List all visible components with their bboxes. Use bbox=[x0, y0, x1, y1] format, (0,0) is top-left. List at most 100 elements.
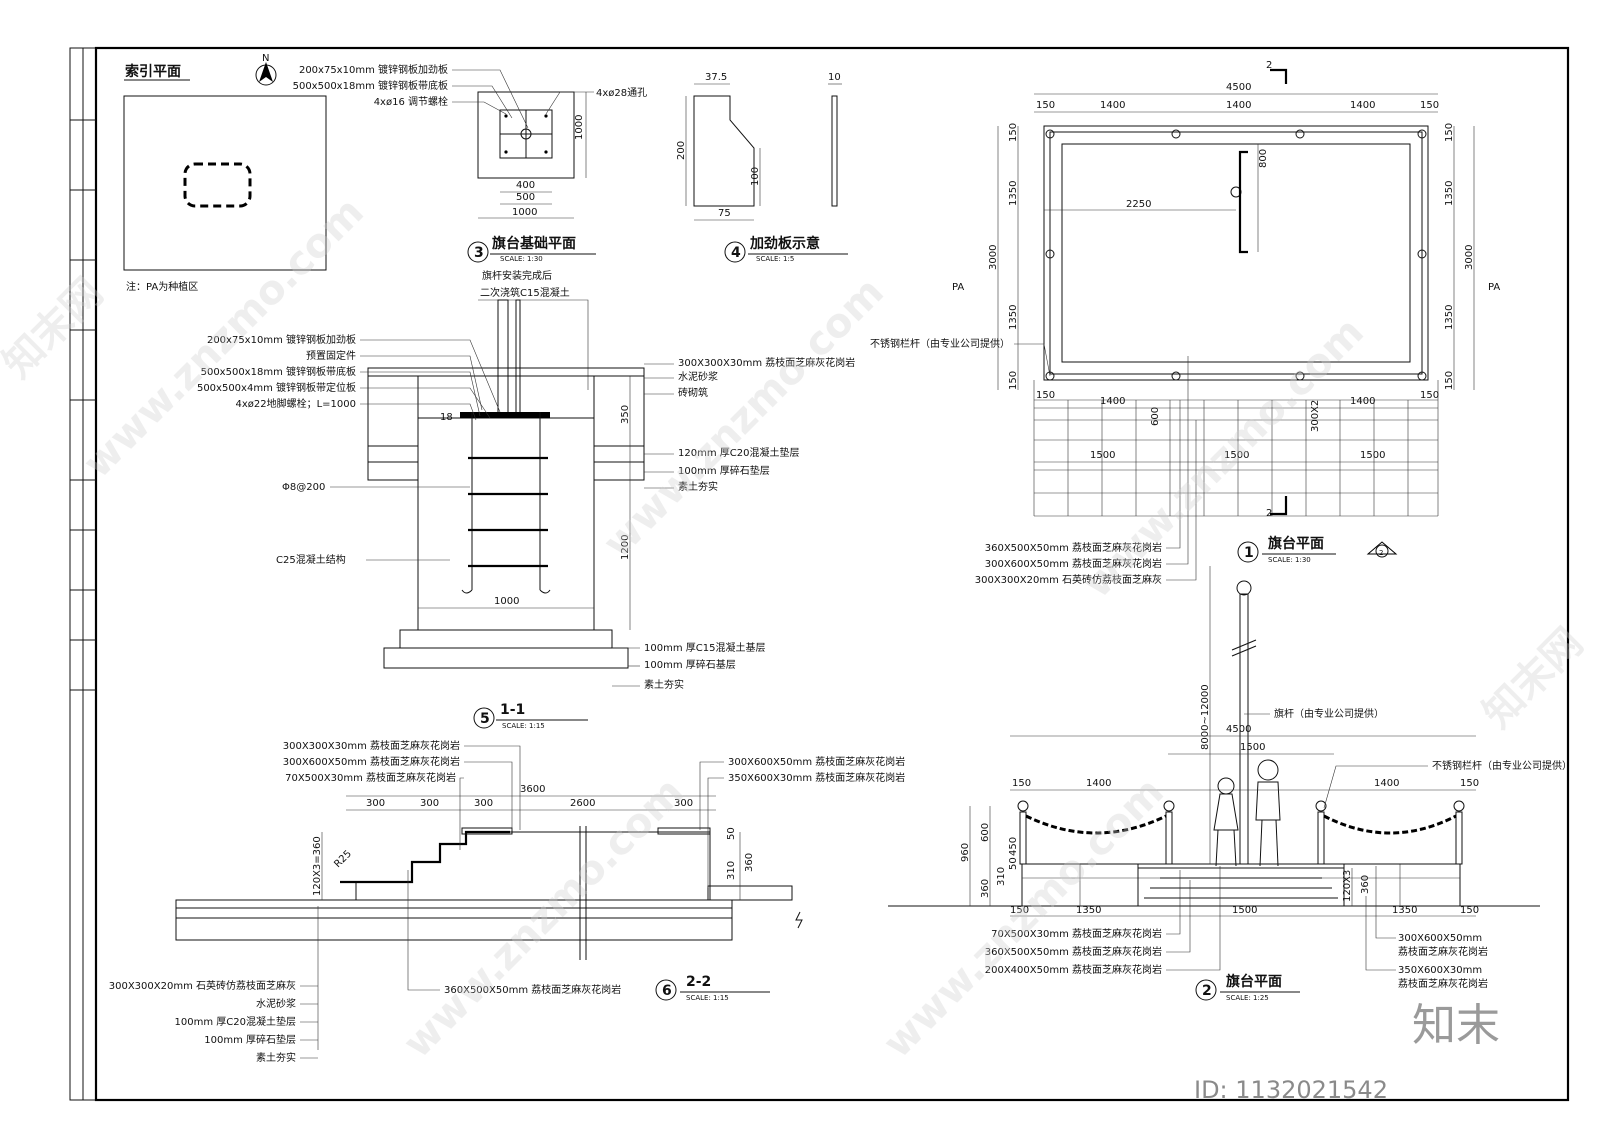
svg-text:www.znzmo.com: www.znzmo.com bbox=[875, 769, 1173, 1067]
svg-text:5: 5 bbox=[480, 711, 490, 727]
svg-text:3000: 3000 bbox=[1464, 245, 1475, 270]
sheet-outer-border bbox=[69, 47, 1569, 1101]
svg-text:120mm 厚C20混凝土垫层: 120mm 厚C20混凝土垫层 bbox=[678, 446, 799, 459]
watermark: 知末 ID: 1132021542 www.znzmo.com www.znzm… bbox=[0, 189, 1592, 1104]
svg-text:2: 2 bbox=[1202, 983, 1212, 999]
svg-text:150: 150 bbox=[1036, 100, 1055, 111]
svg-text:3: 3 bbox=[474, 245, 484, 261]
svg-text:1350: 1350 bbox=[1444, 305, 1455, 330]
svg-text:350X600X30mm: 350X600X30mm bbox=[1398, 965, 1482, 976]
svg-text:100mm 厚碎石垫层: 100mm 厚碎石垫层 bbox=[204, 1033, 296, 1046]
svg-text:360: 360 bbox=[980, 879, 991, 898]
svg-text:素土夯实: 素土夯实 bbox=[256, 1051, 296, 1064]
svg-text:150: 150 bbox=[1010, 905, 1029, 916]
svg-text:1350: 1350 bbox=[1008, 305, 1019, 330]
svg-text:4xø16 调节螺栓: 4xø16 调节螺栓 bbox=[374, 95, 448, 108]
svg-text:2: 2 bbox=[1379, 549, 1383, 557]
section-marker-icon: 2 bbox=[1366, 541, 1398, 558]
svg-text:300X300X20mm 石英砖仿荔枝面芝麻灰: 300X300X20mm 石英砖仿荔枝面芝麻灰 bbox=[109, 979, 296, 992]
svg-text:310: 310 bbox=[996, 867, 1007, 886]
svg-text:100mm 厚碎石垫层: 100mm 厚碎石垫层 bbox=[678, 464, 770, 477]
svg-text:旗台平面: 旗台平面 bbox=[1268, 535, 1324, 552]
svg-text:1500: 1500 bbox=[1232, 905, 1257, 916]
svg-text:R25: R25 bbox=[332, 848, 354, 870]
svg-text:350X600X30mm 荔枝面芝麻灰花岗岩: 350X600X30mm 荔枝面芝麻灰花岗岩 bbox=[728, 771, 905, 784]
svg-text:2-2: 2-2 bbox=[686, 974, 711, 990]
svg-text:300: 300 bbox=[420, 798, 439, 809]
svg-text:1-1: 1-1 bbox=[500, 702, 525, 718]
flag-platform-location bbox=[183, 162, 252, 208]
svg-text:150: 150 bbox=[1420, 100, 1439, 111]
svg-text:300X600X50mm 荔枝面芝麻灰花岗岩: 300X600X50mm 荔枝面芝麻灰花岗岩 bbox=[283, 755, 460, 768]
index-plan-title: 索引平面 bbox=[125, 63, 181, 80]
stainless-railing bbox=[1017, 800, 1465, 865]
svg-text:150: 150 bbox=[1444, 123, 1455, 142]
svg-text:1400: 1400 bbox=[1350, 100, 1375, 111]
svg-text:50: 50 bbox=[1008, 857, 1019, 870]
svg-text:1400: 1400 bbox=[1226, 100, 1251, 111]
svg-text:150: 150 bbox=[1460, 905, 1479, 916]
svg-text:350: 350 bbox=[620, 405, 631, 424]
svg-text:310: 310 bbox=[726, 861, 737, 880]
svg-text:6: 6 bbox=[662, 983, 672, 999]
svg-text:300X300X30mm 荔枝面芝麻灰花岗岩: 300X300X30mm 荔枝面芝麻灰花岗岩 bbox=[678, 356, 855, 369]
svg-text:1350: 1350 bbox=[1444, 181, 1455, 206]
watermark-id: ID: 1132021542 bbox=[1194, 1076, 1388, 1104]
svg-text:360: 360 bbox=[1360, 875, 1371, 894]
svg-text:1500: 1500 bbox=[1090, 450, 1115, 461]
svg-text:50: 50 bbox=[726, 827, 737, 840]
svg-text:800: 800 bbox=[1258, 149, 1269, 168]
svg-text:1000: 1000 bbox=[512, 207, 537, 218]
svg-text:www.znzmo.com: www.znzmo.com bbox=[595, 269, 893, 567]
svg-text:SCALE: 1:30: SCALE: 1:30 bbox=[500, 255, 543, 263]
svg-text:1000: 1000 bbox=[494, 596, 519, 607]
svg-text:1200: 1200 bbox=[620, 535, 631, 560]
svg-text:360X500X50mm 荔枝面芝麻灰花岗岩: 360X500X50mm 荔枝面芝麻灰花岗岩 bbox=[985, 541, 1162, 554]
svg-text:PA: PA bbox=[952, 282, 964, 293]
section-1-1-right-labels: 300X300X30mm 荔枝面芝麻灰花岗岩 水泥砂浆 砖砌筑 120mm 厚C… bbox=[612, 356, 855, 691]
flagpole bbox=[1231, 580, 1257, 865]
detail-5-section-1-1: 旗杆安装完成后 二次浇筑C15混凝土 200x75x10mm 镀锌钢板加劲板 预… bbox=[197, 269, 855, 730]
svg-text:360X500X50mm 荔枝面芝麻灰花岗岩: 360X500X50mm 荔枝面芝麻灰花岗岩 bbox=[444, 983, 621, 996]
svg-text:360X500X50mm 荔枝面芝麻灰花岗岩: 360X500X50mm 荔枝面芝麻灰花岗岩 bbox=[985, 945, 1162, 958]
svg-text:18: 18 bbox=[440, 412, 453, 423]
svg-text:水泥砂浆: 水泥砂浆 bbox=[256, 997, 296, 1010]
svg-text:素土夯实: 素土夯实 bbox=[678, 480, 718, 493]
svg-text:500x500x18mm 镀锌钢板带底板: 500x500x18mm 镀锌钢板带底板 bbox=[201, 365, 356, 378]
svg-text:300X600X50mm 荔枝面芝麻灰花岗岩: 300X600X50mm 荔枝面芝麻灰花岗岩 bbox=[728, 755, 905, 768]
site-boundary bbox=[123, 95, 327, 271]
svg-text:200x75x10mm 镀锌钢板加劲板: 200x75x10mm 镀锌钢板加劲板 bbox=[299, 63, 448, 76]
svg-text:1500: 1500 bbox=[1360, 450, 1385, 461]
svg-text:4500: 4500 bbox=[1226, 724, 1251, 735]
svg-text:4: 4 bbox=[731, 245, 741, 261]
svg-text:不锈钢栏杆（由专业公司提供）: 不锈钢栏杆（由专业公司提供） bbox=[870, 337, 1010, 350]
platform-paving-grid bbox=[1033, 380, 1439, 517]
svg-text:旗杆安装完成后: 旗杆安装完成后 bbox=[482, 269, 552, 282]
svg-text:4xø22地脚螺栓；L=1000: 4xø22地脚螺栓；L=1000 bbox=[235, 397, 356, 410]
detail-1-platform-plan: 800 2250 4500 150 1400 1400 1400 150 300… bbox=[870, 60, 1500, 586]
svg-text:1500: 1500 bbox=[1240, 742, 1265, 753]
svg-text:www.znzmo.com: www.znzmo.com bbox=[1075, 309, 1373, 607]
svg-text:500x500x18mm 镀锌钢板带底板: 500x500x18mm 镀锌钢板带底板 bbox=[293, 79, 448, 92]
svg-text:450: 450 bbox=[1008, 837, 1019, 856]
svg-text:4500: 4500 bbox=[1226, 82, 1251, 93]
svg-text:300X600X50mm 荔枝面芝麻灰花岗岩: 300X600X50mm 荔枝面芝麻灰花岗岩 bbox=[985, 557, 1162, 570]
svg-text:600: 600 bbox=[980, 823, 991, 842]
index-plan: 索引平面 N 注：PA为种植区 bbox=[123, 53, 327, 293]
svg-text:4xø28通孔: 4xø28通孔 bbox=[596, 87, 647, 99]
svg-text:1350: 1350 bbox=[1008, 181, 1019, 206]
detail-6-section-2-2: 3600 300 300 300 2600 300 120X3=360 R25 … bbox=[109, 739, 906, 1064]
sheet-inner-border bbox=[94, 46, 1570, 1102]
svg-text:500x500x4mm 镀锌钢板带定位板: 500x500x4mm 镀锌钢板带定位板 bbox=[197, 381, 356, 394]
svg-text:3000: 3000 bbox=[988, 245, 999, 270]
railing-posts bbox=[1045, 129, 1427, 381]
svg-text:200X400X50mm 荔枝面芝麻灰花岗岩: 200X400X50mm 荔枝面芝麻灰花岗岩 bbox=[985, 963, 1162, 976]
svg-text:1: 1 bbox=[1244, 545, 1254, 561]
detail-3-foundation-plan: 200x75x10mm 镀锌钢板加劲板 500x500x18mm 镀锌钢板带底板… bbox=[293, 63, 648, 263]
svg-text:SCALE: 1:15: SCALE: 1:15 bbox=[502, 722, 545, 730]
svg-text:3600: 3600 bbox=[520, 784, 545, 795]
svg-text:旗台基础平面: 旗台基础平面 bbox=[492, 235, 576, 252]
detail-2-elevation: 8000~12000 旗杆（由专业公司提供） 4500 1500 150 140… bbox=[888, 566, 1572, 1002]
svg-text:10: 10 bbox=[828, 72, 841, 83]
watermark-brand: 知末 bbox=[1412, 1000, 1500, 1051]
